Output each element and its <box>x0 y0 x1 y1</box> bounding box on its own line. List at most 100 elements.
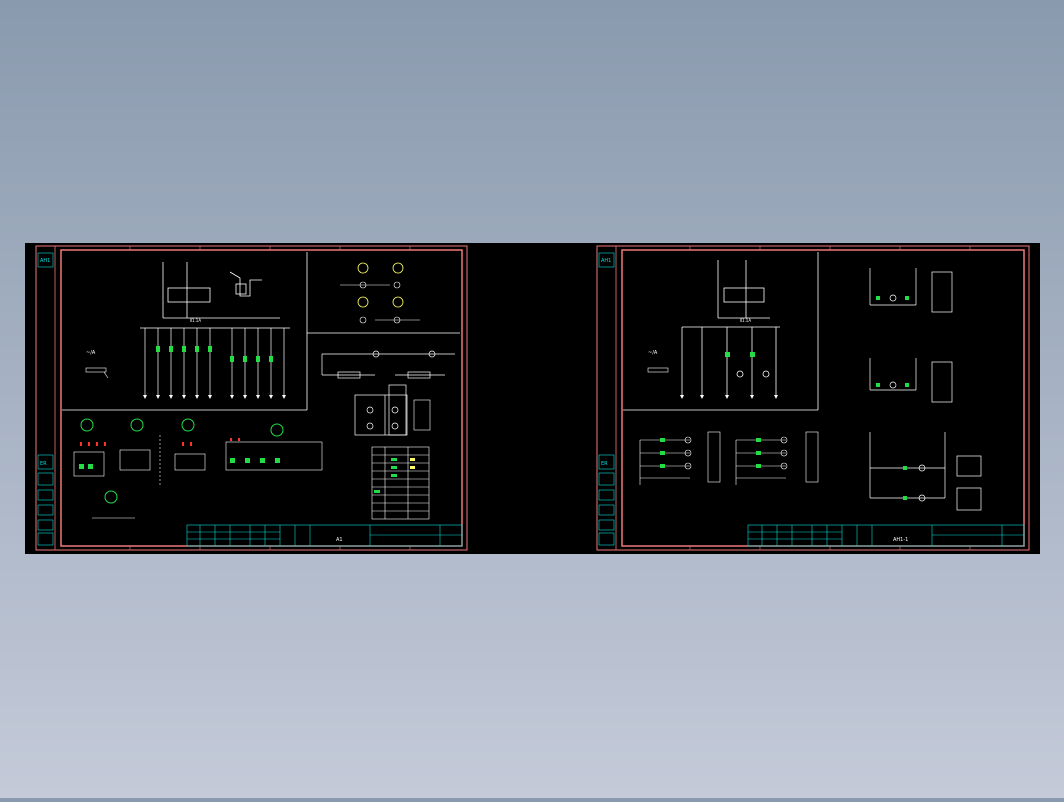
cad-rect <box>230 356 234 362</box>
cad-rect <box>903 466 907 470</box>
cad-rect <box>905 296 909 300</box>
cad-rect <box>750 352 755 357</box>
cad-polygon <box>243 395 247 399</box>
cad-rect <box>756 464 761 468</box>
cad-line <box>103 371 109 379</box>
cad-circle <box>391 406 399 414</box>
cad-rect <box>598 519 615 531</box>
legend-table-left <box>371 446 430 520</box>
cad-g <box>79 458 280 469</box>
cad-polygon <box>700 395 704 399</box>
cad-rect <box>190 442 192 446</box>
cad-polygon <box>774 395 778 399</box>
cad-rect <box>186 524 463 547</box>
cad-g <box>143 395 286 399</box>
cad-circle <box>918 464 926 472</box>
cad-rect <box>598 454 615 470</box>
cad-rect <box>725 352 730 357</box>
cad-rect <box>374 490 380 493</box>
left-strip-label-2: ER <box>40 461 47 467</box>
cad-rect <box>275 458 280 463</box>
cad-g <box>598 252 615 546</box>
cad-circle <box>104 490 118 504</box>
cad-rect <box>747 524 1025 547</box>
cad-rect <box>410 466 415 469</box>
cad-rect <box>903 496 907 500</box>
cad-rect <box>371 446 430 520</box>
sheet-right: AH1 ER <box>596 245 1030 551</box>
sheet-left-outer-border <box>35 245 468 551</box>
cad-rect <box>956 455 982 477</box>
right-strip-label-2: ER <box>601 461 608 467</box>
cad-g <box>374 458 397 493</box>
cad-rect <box>707 431 721 483</box>
cad-rect <box>260 458 265 463</box>
cad-g <box>340 281 420 324</box>
cad-g <box>680 395 778 399</box>
cad-g <box>37 252 54 546</box>
cad-circle <box>181 418 195 432</box>
left-strip-label-1: AH1 <box>40 258 50 264</box>
cad-g <box>876 296 909 500</box>
cad-rect <box>37 252 54 268</box>
cad-polygon <box>680 395 684 399</box>
cad-rect <box>410 458 415 461</box>
cad-rect <box>208 346 212 352</box>
cad-rect <box>956 487 982 511</box>
cad-rect <box>238 438 240 441</box>
cad-circle <box>889 381 897 389</box>
cad-circle <box>684 449 692 457</box>
sheet-right-outer-border <box>596 245 1030 551</box>
cad-rect <box>195 346 199 352</box>
cad-circle <box>684 436 692 444</box>
main-circuit-right <box>681 260 780 395</box>
device-symbols-left <box>73 418 323 519</box>
control-circuit-left <box>321 350 455 436</box>
cad-rect <box>647 367 669 373</box>
cad-text: Ⅱ1.1A <box>740 318 751 323</box>
cad-g <box>689 246 971 550</box>
cad-polygon <box>143 395 147 399</box>
cad-rect <box>88 442 90 446</box>
cad-circle <box>357 262 369 274</box>
title-block-right-title: AH1-1 <box>893 537 908 543</box>
control-circuit-right <box>869 268 982 511</box>
cad-rect <box>413 399 431 431</box>
cad-circle <box>270 423 284 437</box>
cad-g <box>623 252 819 411</box>
cad-rect <box>79 464 84 469</box>
cad-rect <box>225 441 323 471</box>
cad-rect <box>388 384 407 436</box>
cad-circle <box>366 422 374 430</box>
cad-rect <box>598 252 615 268</box>
cad-rect <box>88 464 93 469</box>
cad-rect <box>660 451 665 455</box>
cad-rect <box>391 466 397 469</box>
switch-rows-right <box>639 431 819 485</box>
cad-circle <box>684 462 692 470</box>
cad-polygon <box>269 395 273 399</box>
cad-circle <box>428 350 436 358</box>
cad-polygon <box>169 395 173 399</box>
cad-rect <box>598 472 615 486</box>
indicator-lamps-top <box>357 262 404 308</box>
cad-circle <box>736 370 744 378</box>
cad-rect <box>73 451 105 477</box>
cad-polygon <box>282 395 286 399</box>
title-block-left-title: A1 <box>336 537 343 543</box>
cad-circle <box>392 262 404 274</box>
cad-circle <box>372 350 380 358</box>
cad-circle <box>780 462 788 470</box>
cad-rect <box>96 442 98 446</box>
cad-g <box>725 352 755 357</box>
main-circuit-left <box>140 262 290 329</box>
cad-rect <box>269 356 273 362</box>
cad-rect <box>598 489 615 501</box>
cad-text: ~/A <box>86 350 96 356</box>
cad-circle <box>762 370 770 378</box>
cad-circle <box>80 418 94 432</box>
cad-polygon <box>195 395 199 399</box>
cad-circle <box>130 418 144 432</box>
